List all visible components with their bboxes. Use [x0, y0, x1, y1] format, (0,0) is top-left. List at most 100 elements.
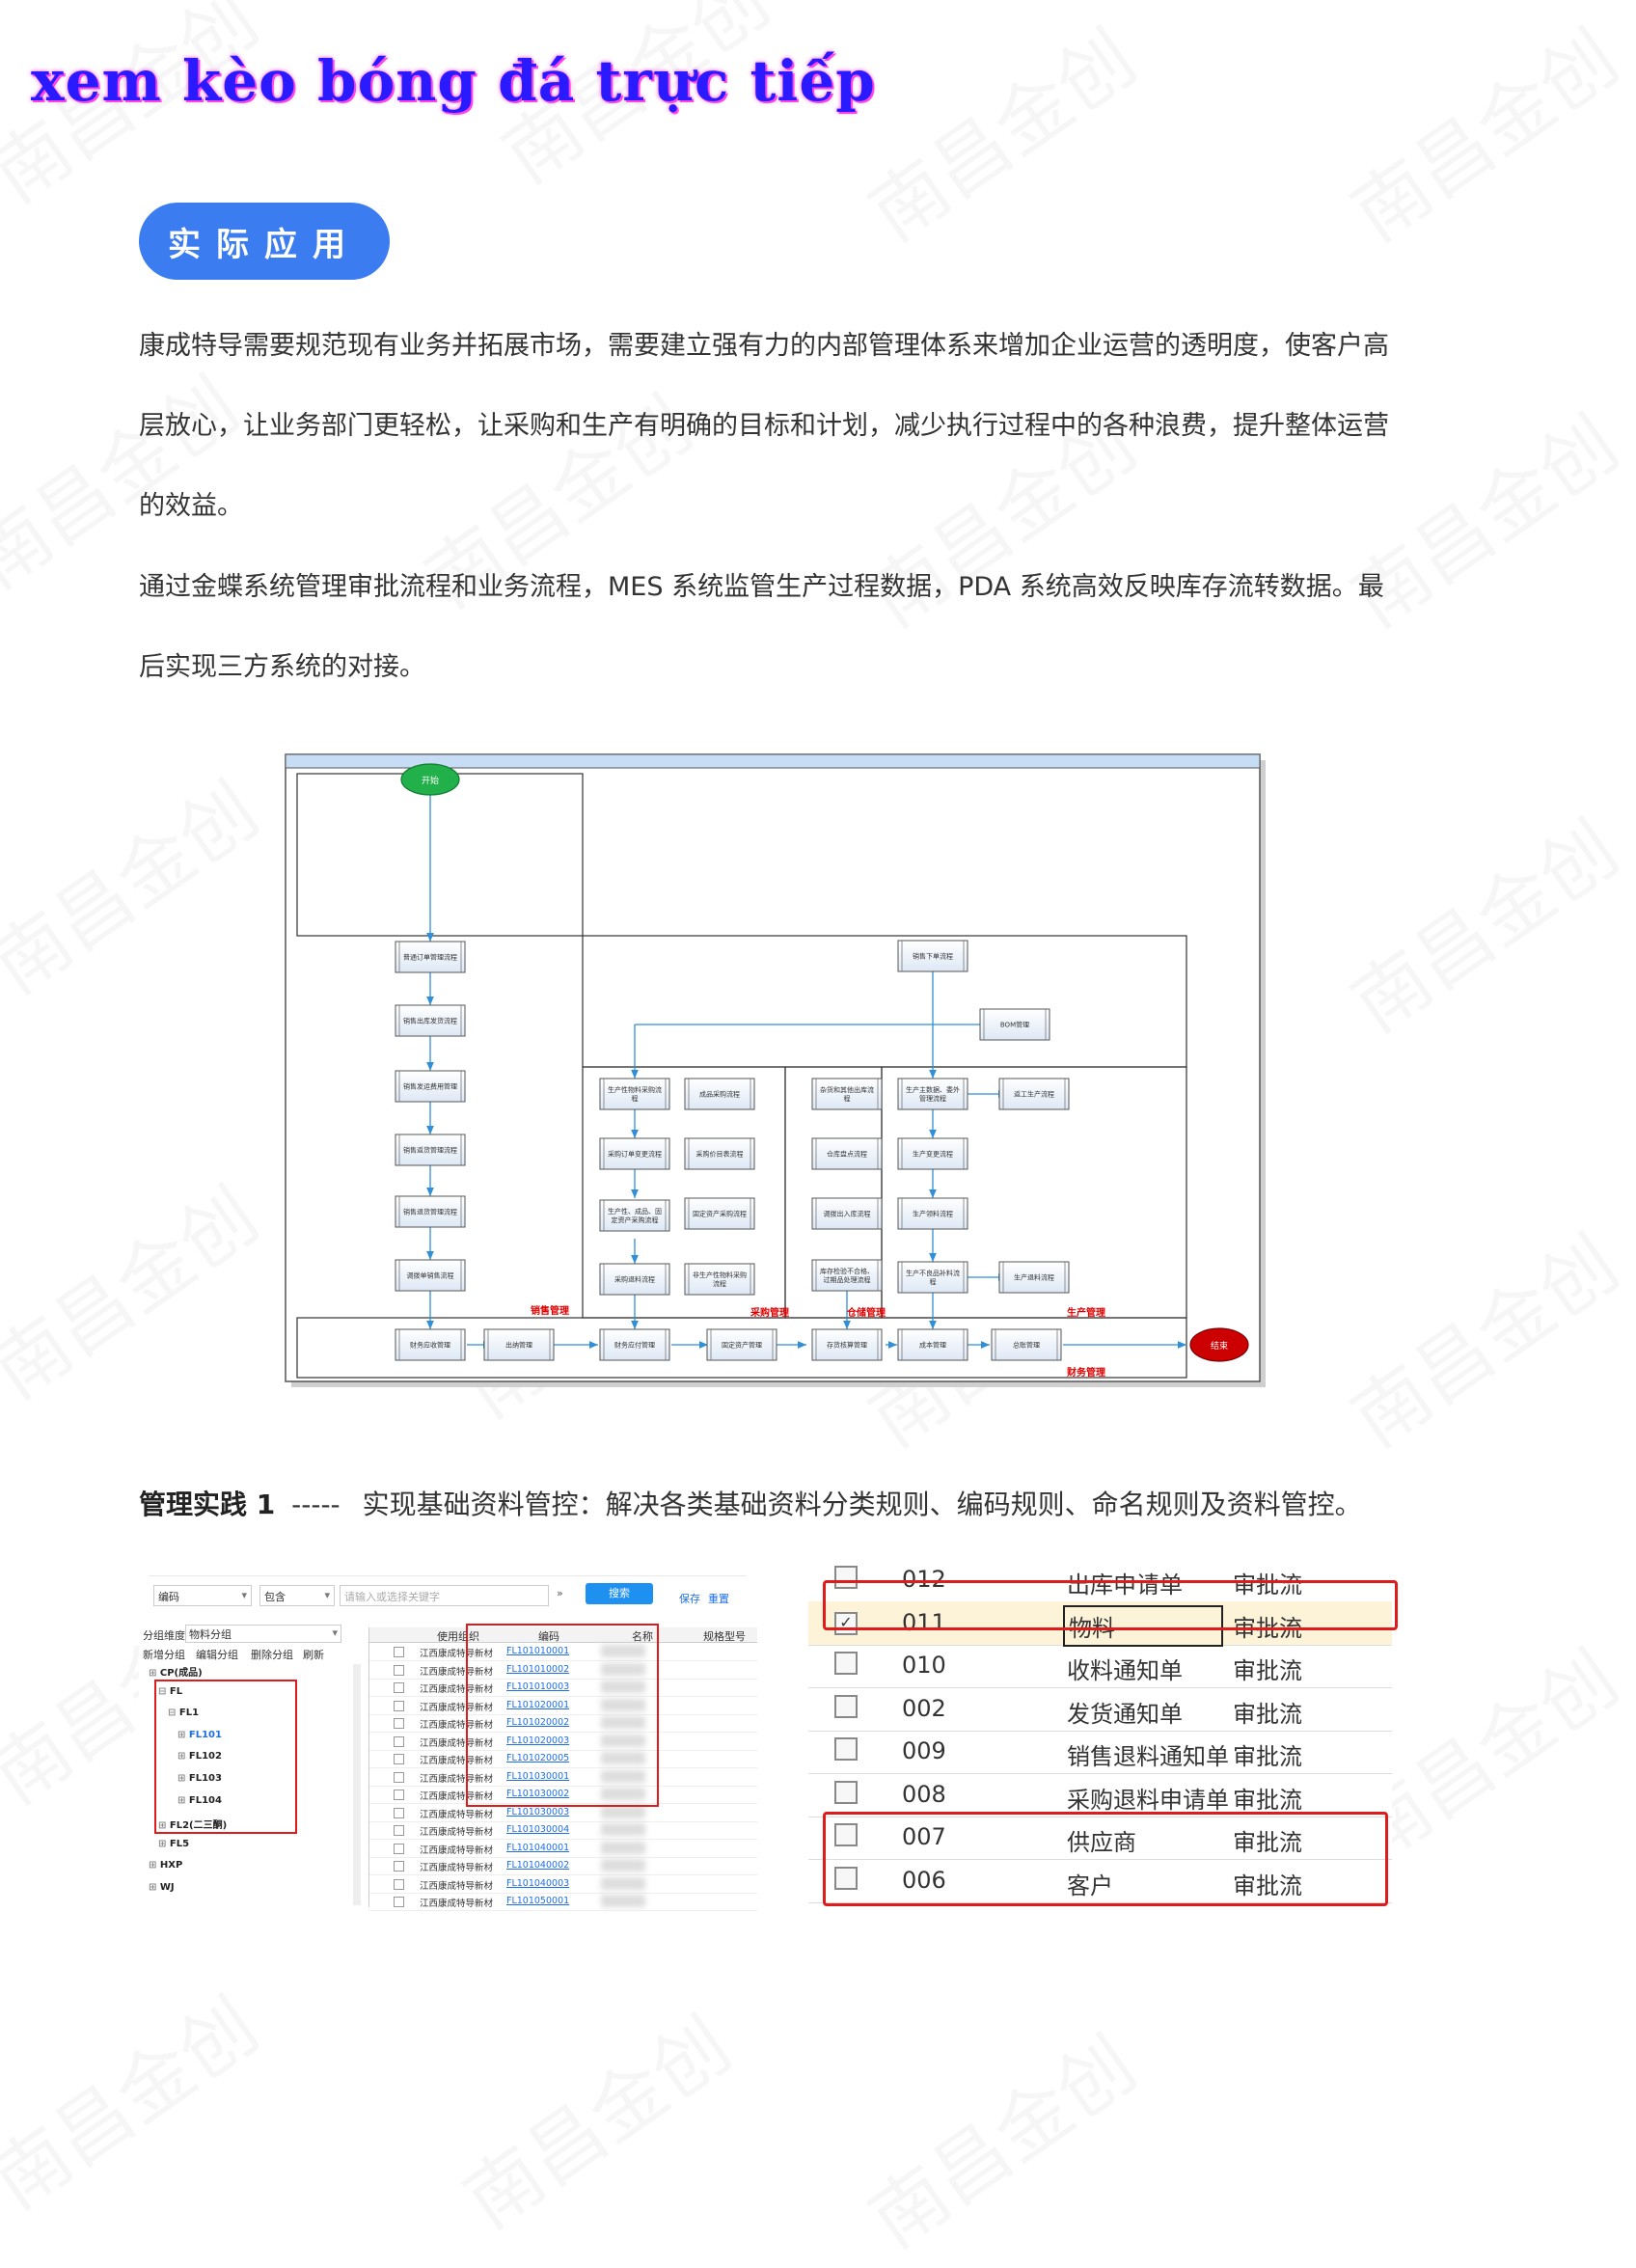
tree-item[interactable]: ⊞ FL2(二三酮) — [158, 1817, 227, 1831]
cell-code-link[interactable]: FL101010003 — [506, 1681, 570, 1692]
tree-item[interactable]: ⊞ FL5 — [158, 1839, 189, 1849]
row-checkbox[interactable] — [834, 1737, 858, 1761]
filter-op-select[interactable]: 包含 ▾ — [259, 1585, 335, 1606]
cell-code-link[interactable]: FL101030004 — [506, 1824, 570, 1835]
svg-text:固定资产管理: 固定资产管理 — [722, 1341, 762, 1350]
filter-op-value: 包含 — [264, 1591, 286, 1603]
tree-item[interactable]: ⊞ CP(成品) — [149, 1664, 203, 1679]
expand-icon[interactable]: » — [557, 1587, 563, 1599]
row-checkbox[interactable] — [394, 1664, 404, 1676]
row-checkbox[interactable] — [394, 1897, 404, 1907]
row-checkbox[interactable] — [394, 1754, 404, 1764]
row-checkbox[interactable] — [394, 1771, 404, 1783]
row-checkbox[interactable] — [834, 1652, 858, 1675]
cell-code-link[interactable]: FL101020001 — [506, 1699, 570, 1710]
tree-action-delete[interactable]: 删除分组 — [251, 1649, 293, 1661]
tree-scrollbar[interactable] — [353, 1664, 361, 1905]
save-link[interactable]: 保存 — [679, 1593, 700, 1605]
expand-toggle-icon[interactable]: ⊞ — [177, 1751, 189, 1762]
expand-toggle-icon[interactable]: ⊟ — [158, 1685, 170, 1697]
row-checkbox[interactable] — [394, 1682, 404, 1693]
row-checkbox[interactable] — [394, 1647, 404, 1657]
expand-toggle-icon[interactable]: ⊞ — [177, 1794, 189, 1806]
cell-code-link[interactable]: FL101020005 — [506, 1753, 570, 1763]
search-input[interactable]: 请输入或选择关键字 — [340, 1585, 549, 1606]
tree-item[interactable]: ⊞ HXP — [149, 1860, 182, 1871]
row-checkbox[interactable] — [394, 1861, 404, 1872]
row-checkbox[interactable] — [394, 1825, 404, 1836]
expand-toggle-icon[interactable]: ⊞ — [158, 1820, 170, 1832]
expand-toggle-icon[interactable]: ⊞ — [177, 1729, 189, 1740]
tree-item[interactable]: ⊞ FL104 — [177, 1795, 222, 1806]
cell-code-link[interactable]: FL101020003 — [506, 1735, 570, 1746]
cell-code-link[interactable]: FL101040003 — [506, 1877, 570, 1889]
tree-action-add[interactable]: 新增分组 — [143, 1649, 185, 1661]
reset-link[interactable]: 重置 — [708, 1593, 729, 1605]
cell-code-link[interactable]: FL101040001 — [506, 1842, 570, 1853]
row-checkbox[interactable] — [394, 1843, 404, 1854]
cell-code-link[interactable]: FL101010002 — [506, 1663, 570, 1675]
tree-item[interactable]: ⊞ FL103 — [177, 1773, 222, 1784]
row-checkbox[interactable] — [834, 1780, 858, 1804]
tree-action-edit[interactable]: 编辑分组 — [196, 1649, 238, 1661]
expand-toggle-icon[interactable]: ⊟ — [168, 1708, 179, 1719]
svg-text:生产不良品补料流程: 生产不良品补料流程 — [906, 1269, 960, 1286]
expand-toggle-icon[interactable]: ⊞ — [149, 1882, 160, 1893]
expand-toggle-icon[interactable]: ⊞ — [158, 1838, 170, 1849]
expand-toggle-icon[interactable]: ⊞ — [177, 1773, 189, 1784]
row-checkbox[interactable] — [394, 1718, 404, 1729]
row-checkbox[interactable] — [394, 1700, 404, 1711]
cell-code-link[interactable]: FL101040002 — [506, 1860, 570, 1871]
row-checkbox[interactable] — [834, 1566, 858, 1589]
row-checkbox[interactable] — [834, 1823, 858, 1846]
tree-item[interactable]: ⊟ FL1 — [168, 1708, 199, 1718]
row-checkbox[interactable] — [394, 1735, 404, 1747]
tree-item[interactable]: ⊞ WJ — [149, 1882, 175, 1893]
cell-code-link[interactable]: FL101010001 — [506, 1646, 570, 1656]
cell-code-link[interactable]: FL101030002 — [506, 1789, 570, 1799]
row-checkbox[interactable] — [394, 1878, 404, 1890]
row-checkbox[interactable] — [394, 1807, 404, 1818]
expand-toggle-icon[interactable]: ⊞ — [149, 1668, 160, 1679]
cell-code-link[interactable]: FL101030001 — [506, 1770, 570, 1782]
row-checkbox[interactable]: ✓ — [834, 1611, 858, 1635]
expand-toggle-icon[interactable]: ⊞ — [149, 1860, 160, 1872]
tree-item[interactable]: ⊞ FL101 — [177, 1730, 222, 1740]
tree-item[interactable]: ⊟ FL — [158, 1686, 182, 1697]
cell-code-link[interactable]: FL101030003 — [506, 1806, 570, 1817]
row-checkbox[interactable] — [834, 1866, 858, 1890]
cell-code-link[interactable]: FL101050001 — [506, 1896, 570, 1906]
brand-title[interactable]: xem kèo bóng đá trực tiếp — [31, 48, 876, 114]
svg-text:返工生产流程: 返工生产流程 — [1014, 1090, 1054, 1099]
tree-item[interactable]: ⊞ FL102 — [177, 1751, 222, 1762]
filter-field-select[interactable]: 编码 ▾ — [153, 1585, 252, 1606]
row-checkbox[interactable] — [834, 1694, 858, 1718]
row-checkbox[interactable] — [394, 1790, 404, 1800]
group-select[interactable]: 物料分组 ▾ — [185, 1625, 341, 1643]
search-button[interactable]: 搜索 — [586, 1583, 653, 1604]
cell-code-link[interactable]: FL101020002 — [506, 1717, 570, 1728]
tree-action-refresh[interactable]: 刷新 — [303, 1649, 324, 1661]
